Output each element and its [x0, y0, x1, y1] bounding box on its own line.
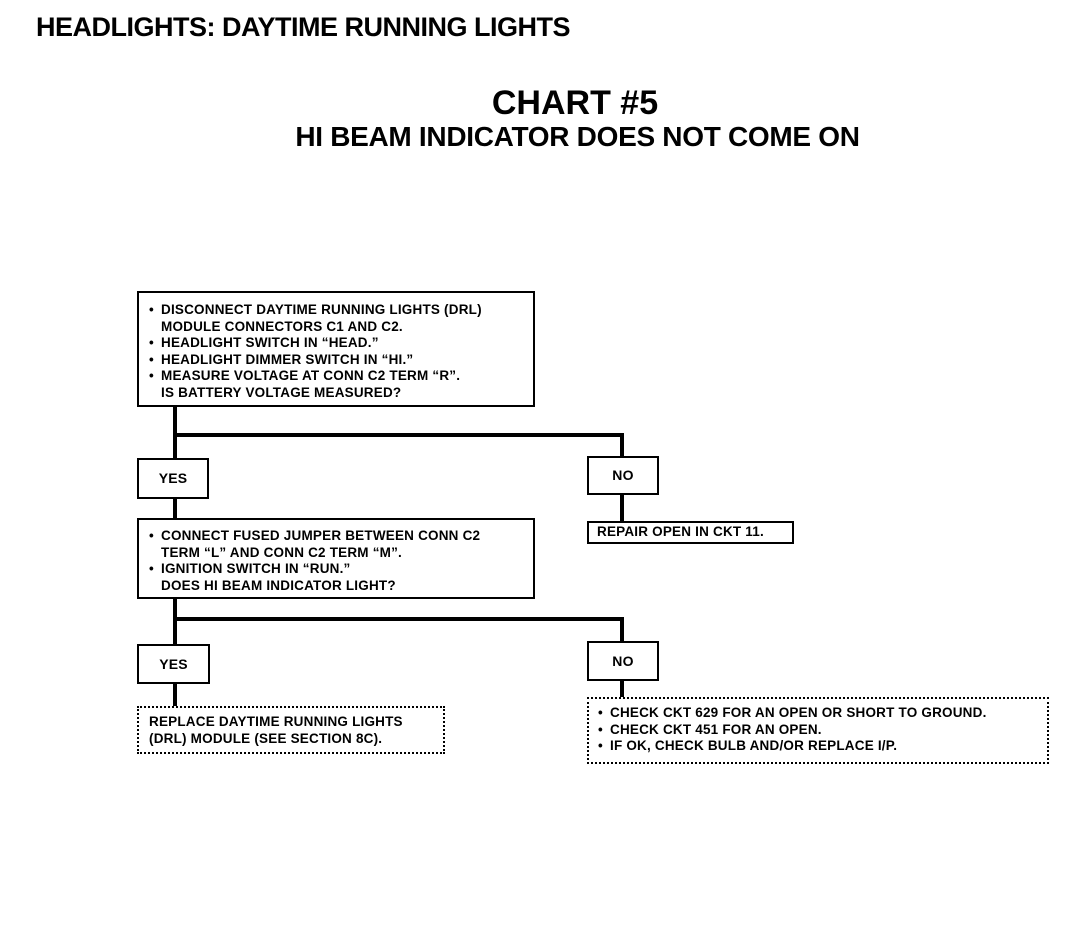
step1-yes-label: YES [158, 470, 188, 487]
step2-box: CONNECT FUSED JUMPER BETWEEN CONN C2 TER… [137, 518, 535, 599]
step2-item: IGNITION SWITCH IN “RUN.” [149, 561, 525, 578]
step2-no-result-item: CHECK CKT 451 FOR AN OPEN. [598, 722, 1047, 739]
step1-item: DISCONNECT DAYTIME RUNNING LIGHTS (DRL) … [149, 302, 525, 335]
step1-yes-box: YES [137, 458, 209, 499]
step2-question: DOES HI BEAM INDICATOR LIGHT? [161, 577, 396, 593]
step2-no-result-box: CHECK CKT 629 FOR AN OPEN OR SHORT TO GR… [587, 697, 1049, 764]
step2-yes-result-box: REPLACE DAYTIME RUNNING LIGHTS (DRL) MOD… [137, 706, 445, 754]
step2-yes-label: YES [159, 655, 188, 672]
step2-instructions: CONNECT FUSED JUMPER BETWEEN CONN C2 TER… [149, 528, 525, 578]
section-title: HEADLIGHTS: DAYTIME RUNNING LIGHTS [36, 12, 571, 42]
step2-yes-box: YES [137, 644, 210, 684]
step1-box: DISCONNECT DAYTIME RUNNING LIGHTS (DRL) … [137, 291, 535, 407]
step1-no-result-box: REPAIR OPEN IN CKT 11. [587, 521, 794, 544]
step2-item: CONNECT FUSED JUMPER BETWEEN CONN C2 TER… [149, 528, 525, 561]
step2-no-result-list: CHECK CKT 629 FOR AN OPEN OR SHORT TO GR… [598, 705, 1047, 755]
step1-item: MEASURE VOLTAGE AT CONN C2 TERM “R”. [149, 368, 525, 385]
step2-no-box: NO [587, 641, 659, 681]
step1-no-result: REPAIR OPEN IN CKT 11. [597, 524, 764, 539]
step1-instructions: DISCONNECT DAYTIME RUNNING LIGHTS (DRL) … [149, 302, 525, 385]
step1-question: IS BATTERY VOLTAGE MEASURED? [161, 384, 402, 400]
step1-no-label: NO [612, 467, 634, 484]
step2-no-result-item: CHECK CKT 629 FOR AN OPEN OR SHORT TO GR… [598, 705, 1047, 722]
step2-yes-result: REPLACE DAYTIME RUNNING LIGHTS (DRL) MOD… [149, 714, 403, 746]
step2-no-label: NO [612, 652, 634, 669]
step1-item: HEADLIGHT DIMMER SWITCH IN “HI.” [149, 352, 525, 369]
step2-no-result-item: IF OK, CHECK BULB AND/OR REPLACE I/P. [598, 738, 1047, 755]
step1-no-box: NO [587, 456, 659, 495]
chart-number: CHART #5 [491, 84, 659, 122]
chart-subtitle: HI BEAM INDICATOR DOES NOT COME ON [295, 121, 860, 152]
step1-item: HEADLIGHT SWITCH IN “HEAD.” [149, 335, 525, 352]
